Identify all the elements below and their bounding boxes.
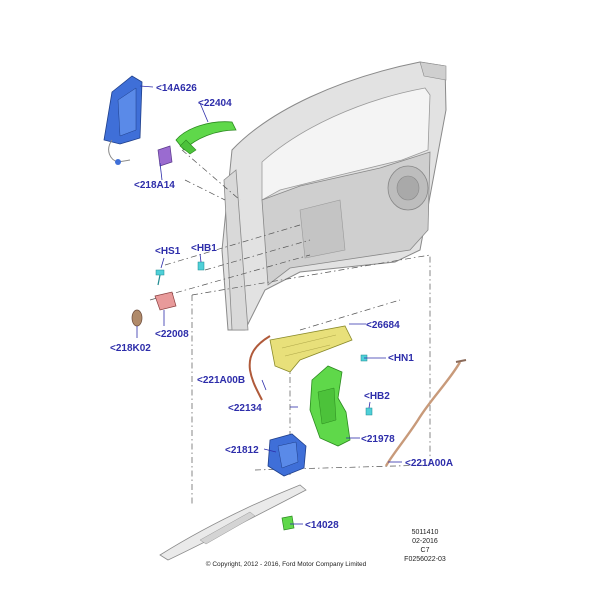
latch-bracket-part[interactable] <box>309 365 351 447</box>
callout-22008[interactable]: <22008 <box>155 329 189 340</box>
door-shell <box>221 61 447 331</box>
outer-handle-part[interactable] <box>175 121 237 155</box>
callout-hs1[interactable]: <HS1 <box>155 246 181 257</box>
callout-26684[interactable]: <26684 <box>366 320 400 331</box>
callout-221a00a[interactable]: <221A00A <box>405 458 453 469</box>
drawing-date: 02-2016 <box>412 538 438 545</box>
mirror-part[interactable] <box>103 75 143 165</box>
callout-218a14[interactable]: <218A14 <box>134 180 175 191</box>
drawing-reference: F0256022-03 <box>404 556 446 563</box>
handle-cap-part[interactable] <box>157 145 173 167</box>
callout-14028[interactable]: <14028 <box>305 520 339 531</box>
callout-hb2[interactable]: <HB2 <box>364 391 390 402</box>
callout-221a00b[interactable]: <221A00B <box>197 375 245 386</box>
latch-part[interactable] <box>267 433 307 477</box>
trim-clip-part[interactable] <box>281 515 295 531</box>
trim-panel-part[interactable] <box>159 484 307 561</box>
callout-218k02[interactable]: <218K02 <box>110 343 151 354</box>
callout-22404[interactable]: <22404 <box>198 98 232 109</box>
callout-labels: <14A626 <22404 <218A14 <HS1 <HB1 <22008 … <box>110 83 453 531</box>
bolt-hb1-part[interactable] <box>197 261 205 271</box>
cable-221a00a-part[interactable] <box>384 359 467 467</box>
drawing-revision: C7 <box>420 547 430 554</box>
callout-21812[interactable]: <21812 <box>225 445 259 456</box>
window-regulator-part[interactable] <box>269 325 353 373</box>
copyright-notice: © Copyright, 2012 - 2016, Ford Motor Com… <box>205 561 367 568</box>
bolt-hb2-part[interactable] <box>365 407 373 416</box>
screw-hs1-part[interactable] <box>155 269 165 286</box>
drawing-meta-block: 5011410 02-2016 C7 F0256022-03 <box>390 528 460 564</box>
callout-hb1[interactable]: <HB1 <box>191 243 217 254</box>
lock-cylinder-part[interactable] <box>154 291 177 311</box>
callout-22134[interactable]: <22134 <box>228 403 262 414</box>
callout-14a626[interactable]: <14A626 <box>156 83 197 94</box>
leader-lines <box>136 85 402 525</box>
rod-221a00b-part[interactable] <box>248 335 271 401</box>
callout-21978[interactable]: <21978 <box>361 434 395 445</box>
callout-hn1[interactable]: <HN1 <box>388 353 414 364</box>
cylinder-cap-part[interactable] <box>131 309 143 327</box>
drawing-number: 5011410 <box>411 529 439 536</box>
